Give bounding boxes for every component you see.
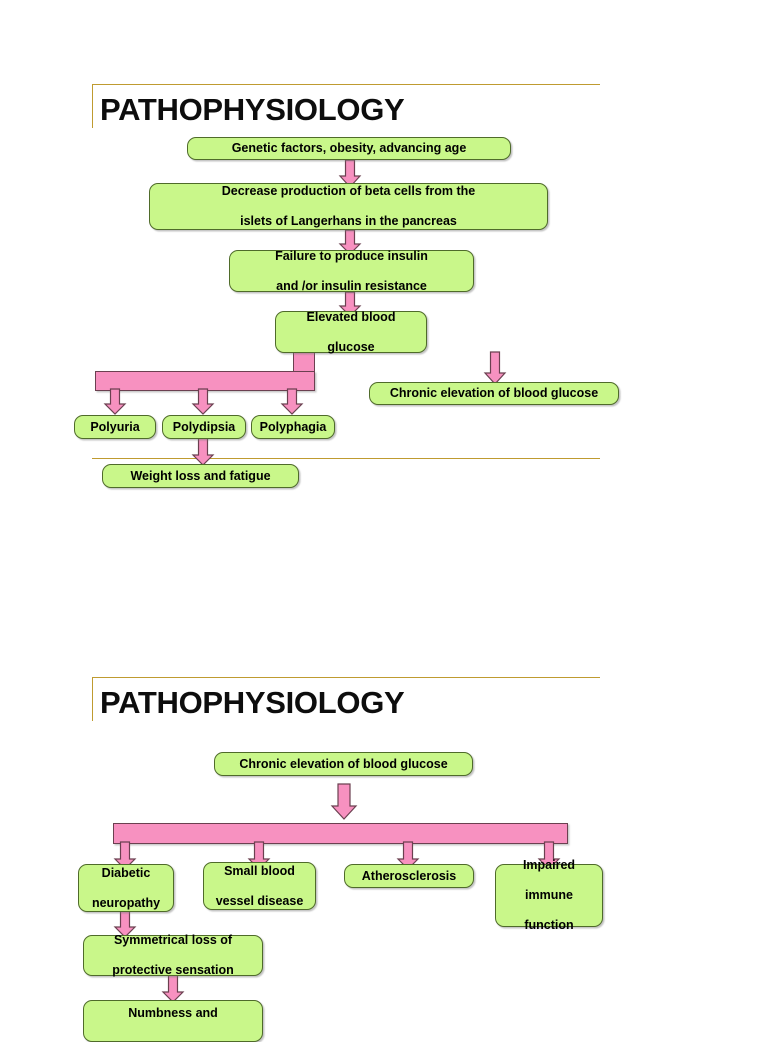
- arrow-genetic-to-betacells: [336, 159, 364, 188]
- slide1-top-rule: [92, 84, 600, 85]
- node-decrease-beta-cells: Decrease production of beta cells from t…: [149, 183, 548, 230]
- arrow-bar-to-polyphagia: [278, 388, 306, 415]
- arrow-chronic-to-bar: [328, 783, 360, 820]
- node-polyphagia: Polyphagia: [251, 415, 335, 439]
- node-label: Decrease production of beta cells from t…: [221, 184, 476, 228]
- node-chronic-elevation-of-blood-glucose-2: Chronic elevation of blood glucose: [214, 752, 473, 776]
- arrow-polydipsia-to-weightloss: [189, 437, 217, 466]
- slide2-top-rule: [92, 677, 600, 678]
- slide1-left-accent-rule: [92, 84, 93, 128]
- node-polyuria: Polyuria: [74, 415, 156, 439]
- node-weight-loss-and-fatigue: Weight loss and fatigue: [102, 464, 299, 488]
- distribution-bar-complications: [113, 823, 568, 844]
- slide2-page-title: PATHOPHYSIOLOGY: [100, 685, 405, 720]
- node-label: Polydipsia: [172, 419, 236, 434]
- distribution-bar-three-ps: [95, 371, 315, 391]
- node-label: Atherosclerosis: [361, 868, 457, 883]
- node-label: Diabetic neuropathy: [91, 865, 161, 910]
- arrow-neuropathy-to-symmetrical-loss: [111, 909, 139, 938]
- node-diabetic-neuropathy: Diabetic neuropathy: [78, 864, 174, 912]
- node-label: Genetic factors, obesity, advancing age: [231, 141, 467, 155]
- node-symmetrical-loss-of-protective-sensation: Symmetrical loss of protective sensation: [83, 933, 263, 977]
- node-atherosclerosis: Atherosclerosis: [344, 864, 474, 888]
- arrow-elevated-to-chronic: [481, 351, 509, 385]
- node-impaired-immune-function: Impaired immune function: [495, 858, 603, 932]
- node-chronic-elevation-of-blood-glucose: Chronic elevation of blood glucose: [369, 382, 619, 405]
- arrow-symmetrical-loss-to-numbness: [159, 974, 187, 1003]
- arrow-betacells-to-failure: [336, 229, 364, 255]
- slide2-left-accent-rule: [92, 677, 93, 721]
- node-small-blood-vessel-disease: Small blood vessel disease: [203, 862, 316, 910]
- node-elevated-blood-glucose: Elevated blood glucose: [275, 309, 427, 354]
- node-numbness-and: Numbness and: [83, 1000, 263, 1042]
- slide1-page-title: PATHOPHYSIOLOGY: [100, 92, 405, 127]
- arrow-bar-to-polyuria: [101, 388, 129, 415]
- node-label: Elevated blood glucose: [306, 309, 396, 354]
- node-label: Chronic elevation of blood glucose: [389, 386, 599, 400]
- node-failure-to-produce-insulin: Failure to produce insulin and /or insul…: [229, 248, 474, 293]
- node-label: Weight loss and fatigue: [130, 468, 271, 483]
- node-label: Failure to produce insulin and /or insul…: [275, 248, 428, 293]
- node-label: Small blood vessel disease: [215, 863, 304, 908]
- node-label: Impaired immune function: [522, 858, 576, 932]
- node-label: Symmetrical loss of protective sensation: [112, 933, 234, 977]
- arrow-bar-to-polydipsia: [189, 388, 217, 415]
- node-label: Polyuria: [90, 419, 140, 434]
- node-genetic-factors: Genetic factors, obesity, advancing age: [187, 137, 511, 160]
- node-label: Polyphagia: [259, 419, 327, 434]
- node-label: Numbness and: [128, 1006, 218, 1020]
- node-polydipsia: Polydipsia: [162, 415, 246, 439]
- slide1-bottom-rule: [92, 458, 600, 459]
- node-label: Chronic elevation of blood glucose: [239, 756, 448, 771]
